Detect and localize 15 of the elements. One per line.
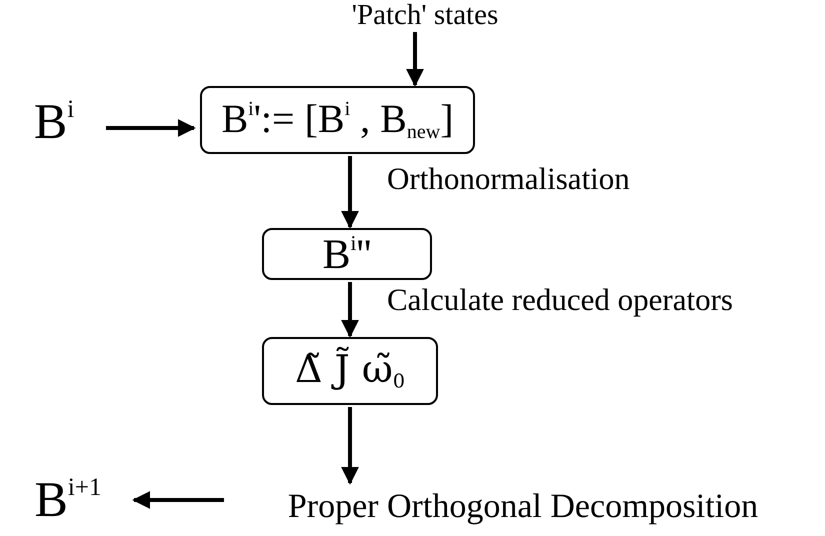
process-box xyxy=(262,228,432,280)
arrow xyxy=(341,407,359,485)
process-box xyxy=(200,86,475,154)
arrow xyxy=(406,32,424,87)
box-text: B$^{i}$':= [B$^{i}$ , B$_{new}$] xyxy=(221,98,454,142)
label-text: Proper Orthogonal Decomposition xyxy=(288,490,758,524)
symbol-text: B$^{i}$ xyxy=(34,96,74,146)
arrow xyxy=(106,119,196,137)
process-box xyxy=(262,337,438,405)
box-text: B$^{i}$'' xyxy=(322,232,372,276)
arrow xyxy=(341,282,359,338)
symbol-text: B$^{i+1}$ xyxy=(34,474,102,524)
label-text: 'Patch' states xyxy=(352,0,498,30)
arrow xyxy=(132,491,224,509)
arrow xyxy=(341,156,359,229)
